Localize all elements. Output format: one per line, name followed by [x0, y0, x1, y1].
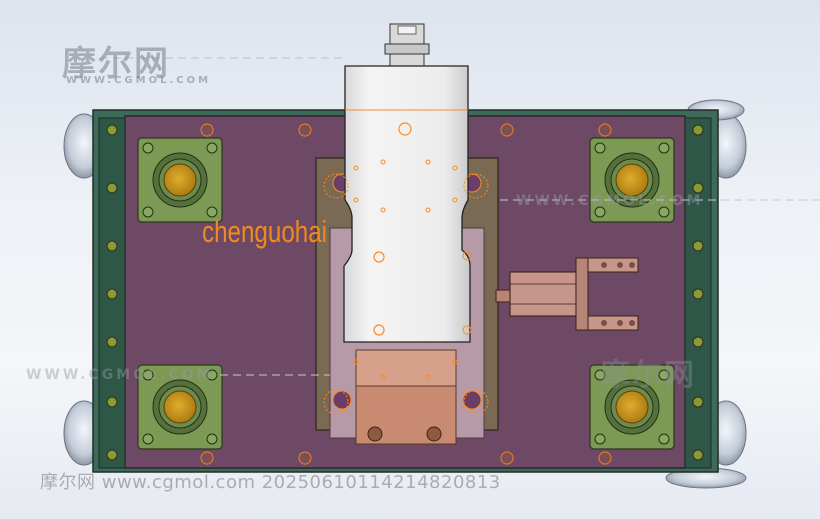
- main-cylinder: [343, 23, 472, 343]
- watermark-url-left: WWW.CGMOL.COM: [26, 367, 214, 383]
- pneumatic-gripper: [495, 257, 639, 331]
- watermark-logo-subtext: WWW.CGMOL.COM: [66, 75, 212, 86]
- footer-watermark: 摩尔网 www.cgmol.com 20250610114214820813: [40, 472, 501, 493]
- hex-bolt-icon: [106, 124, 704, 461]
- watermark-logo-right: 摩尔网: [600, 358, 696, 393]
- plate-holes: [200, 123, 612, 465]
- pillow-block-bearing-icon: [137, 137, 675, 450]
- watermark-logo: 摩尔网: [62, 44, 170, 84]
- watermark-url-right: WWW.CGMOL.COM: [516, 193, 704, 209]
- author-label: chenguohai: [202, 214, 328, 249]
- sketch-overlay: [323, 159, 489, 415]
